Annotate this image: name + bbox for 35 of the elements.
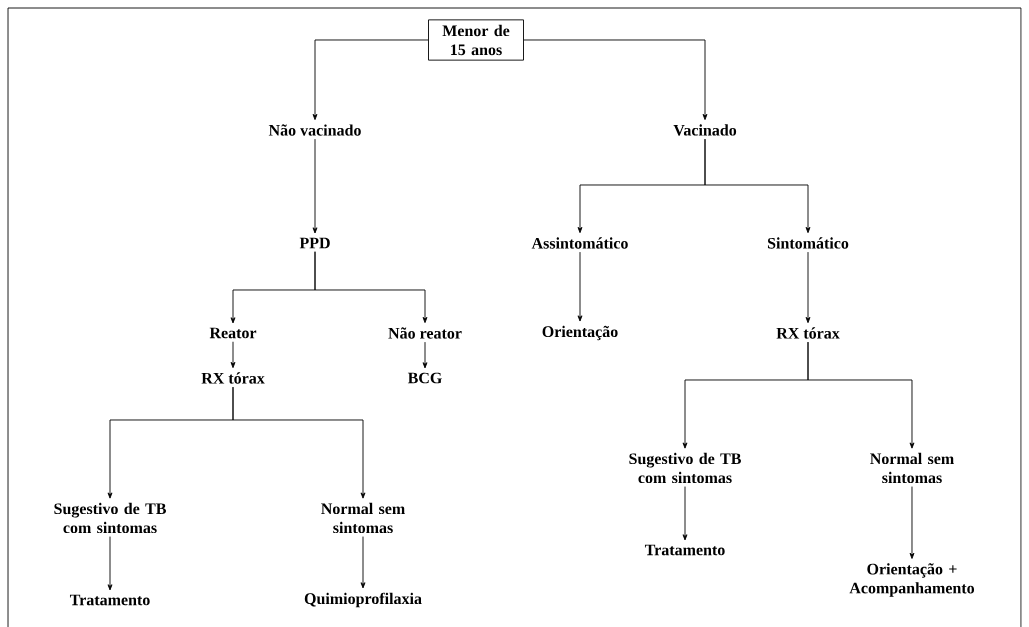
step-label: Normal sem sintomas [870, 452, 954, 484]
arrow [807, 341, 915, 449]
step-label: PPD [299, 237, 330, 249]
step-label: Orientação [542, 325, 618, 341]
step-label: Assintomático [531, 237, 628, 249]
arrow [312, 39, 429, 121]
arrow [704, 138, 811, 234]
step-label: Não reator [388, 327, 462, 339]
step-label: Normal sem sintomas [321, 502, 405, 534]
step-label: Orientação + Acompanhamento [849, 563, 975, 597]
arrow [523, 39, 708, 121]
start-box: Menor de 15 anos [428, 19, 524, 61]
step-label: BCG [407, 372, 442, 384]
step-label: Vacinado [673, 124, 737, 136]
arrow [314, 251, 428, 324]
arrow [312, 138, 318, 234]
arrow [422, 341, 428, 369]
step-label: Quimioprofilaxia [304, 592, 422, 608]
arrow [232, 386, 366, 499]
step-label: RX tórax [201, 372, 265, 384]
arrow [805, 251, 811, 324]
step-label: Tratamento [70, 594, 150, 606]
step-label: Não vacinado [268, 124, 361, 136]
step-label: Reator [209, 327, 257, 339]
step-label: Sugestivo de TB com sintomas [54, 502, 166, 534]
arrow [577, 251, 583, 322]
step-label: Sintomático [767, 237, 849, 249]
arrow [107, 536, 113, 591]
arrow [909, 486, 915, 559]
arrow [682, 486, 688, 541]
step-label: RX tórax [776, 327, 840, 339]
step-label: Sugestivo de TB com sintomas [629, 452, 741, 484]
arrow [230, 341, 236, 369]
arrow [360, 536, 366, 589]
step-label: Tratamento [644, 544, 725, 556]
